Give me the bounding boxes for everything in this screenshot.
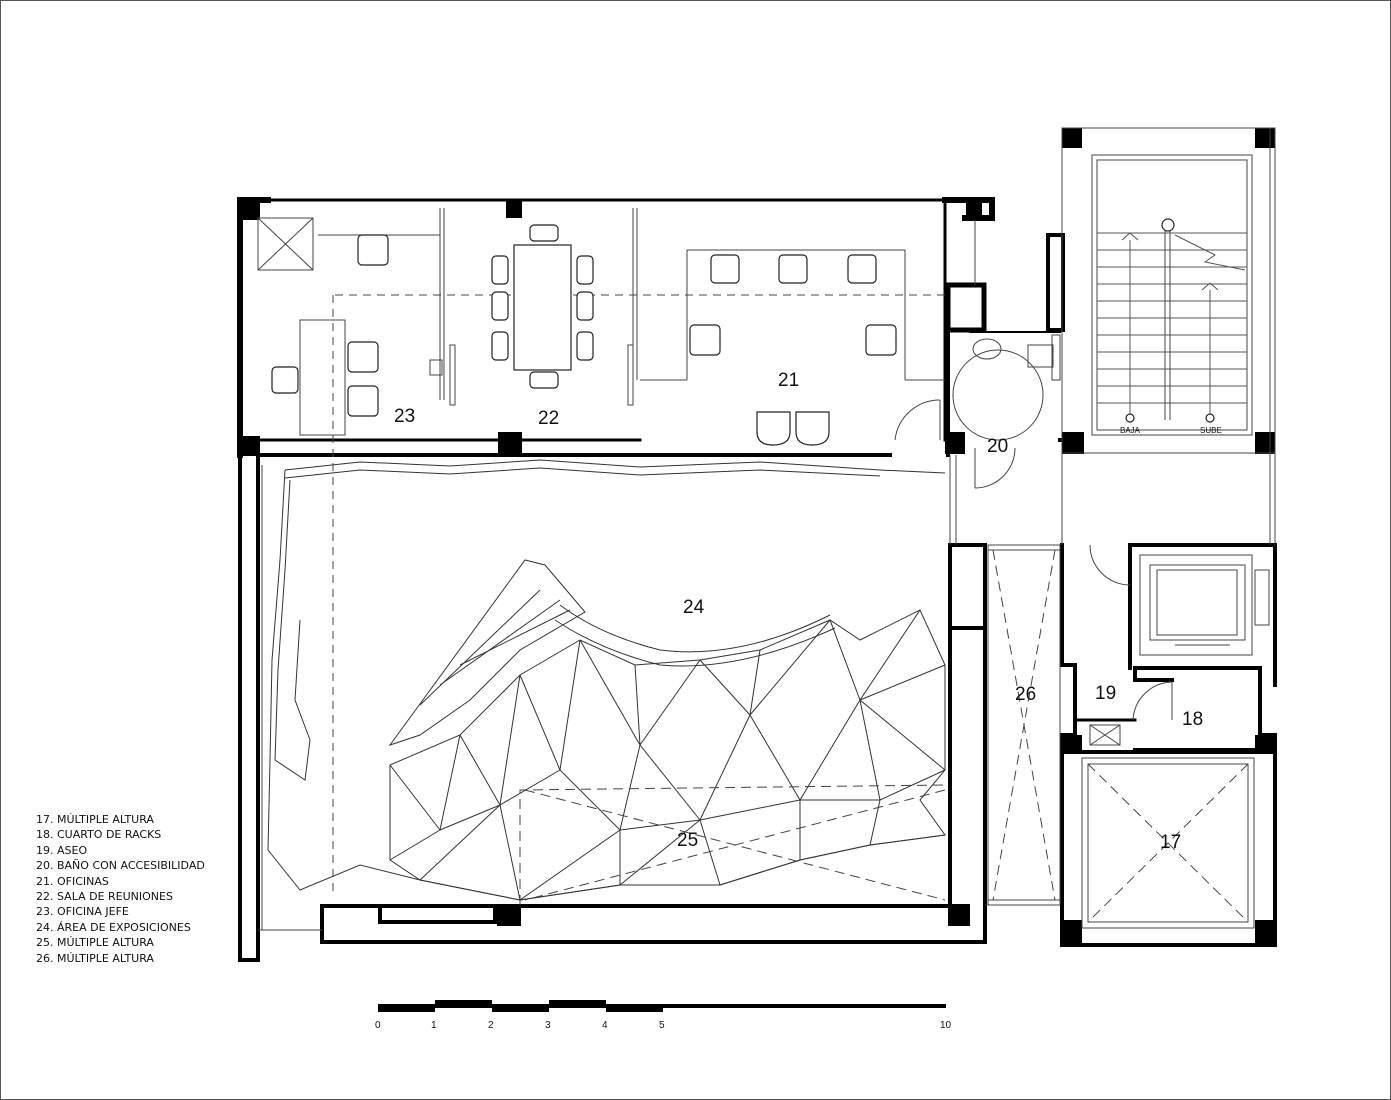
room-label-25: 25 (677, 830, 698, 851)
room-labels: 17 18 19 20 21 22 23 24 25 26 BAJA SUBE (394, 370, 1222, 853)
scale-tick-1: 1 (431, 1020, 437, 1031)
legend-item: 17. MÚLTIPLE ALTURA (36, 813, 154, 826)
columns (240, 128, 1277, 946)
scale-tick-5: 5 (659, 1020, 665, 1031)
legend-item: 21. OFICINAS (36, 874, 109, 888)
walls (237, 197, 1277, 962)
scale-tick-2: 2 (488, 1020, 494, 1031)
stair-treads (1097, 232, 1247, 415)
scale-bar (378, 1000, 946, 1012)
legend-item: 23. OFICINA JEFE (36, 905, 129, 919)
legend-item: 19. ASEO (36, 843, 88, 857)
scale-tick-10: 10 (940, 1020, 952, 1031)
stair-down-label: BAJA (1120, 426, 1141, 435)
room-label-24: 24 (683, 597, 705, 618)
room-label-21: 21 (778, 370, 799, 391)
scale-tick-4: 4 (602, 1020, 608, 1031)
stair-up-label: SUBE (1200, 426, 1222, 435)
ceiling-sculpture (267, 459, 946, 901)
legend-item: 26. MÚLTIPLE ALTURA (36, 951, 154, 965)
room-label-17: 17 (1160, 832, 1181, 853)
legend-item: 22. SALA DE REUNIONES (36, 890, 173, 904)
room-label-26: 26 (1015, 684, 1036, 705)
interior-lines (257, 127, 1276, 931)
room-legend: 17. MÚLTIPLE ALTURA 18. CUARTO DE RACKS … (36, 812, 205, 966)
room-label-22: 22 (538, 408, 559, 429)
room-label-23: 23 (394, 406, 415, 427)
legend-item: 20. BAÑO CON ACCESIBILIDAD (36, 859, 205, 873)
legend-item: 24. ÁREA DE EXPOSICIONES (36, 920, 191, 934)
scale-tick-3: 3 (545, 1020, 551, 1031)
room-label-19: 19 (1095, 683, 1116, 704)
room-label-18: 18 (1182, 709, 1203, 730)
room-label-20: 20 (987, 436, 1008, 457)
furniture (271, 218, 1215, 446)
legend-item: 18. CUARTO DE RACKS (36, 828, 162, 842)
legend-item: 25. MÚLTIPLE ALTURA (36, 936, 154, 950)
scale-labels: 0 1 2 3 4 5 10 (375, 1020, 952, 1031)
scale-tick-0: 0 (375, 1020, 381, 1031)
